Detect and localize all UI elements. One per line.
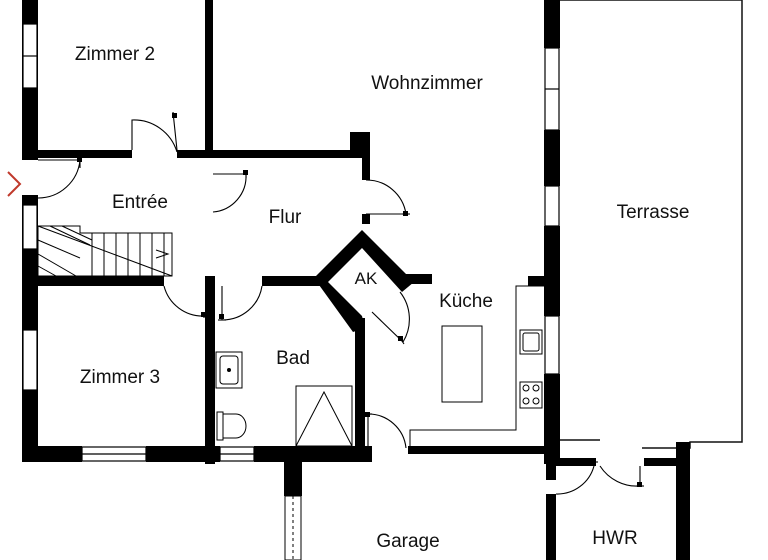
wall-flur-right-lower xyxy=(362,214,370,224)
door-swing-icon xyxy=(599,465,641,487)
doors xyxy=(37,111,644,495)
door-swing-icon xyxy=(371,291,410,343)
door-swing-icon xyxy=(212,173,247,213)
walls xyxy=(22,0,690,560)
shower-icon xyxy=(295,385,353,447)
wall-garage-left xyxy=(284,454,302,496)
wall-entree-top xyxy=(177,150,367,158)
room-label-terrasse: Terrasse xyxy=(617,202,690,223)
door-swing-icon xyxy=(163,285,205,317)
wall-zimmer2-wohnzimmer xyxy=(205,0,213,158)
wall-bad-top xyxy=(262,276,324,286)
garage-door xyxy=(284,495,302,560)
kitchen-island-icon xyxy=(441,325,483,403)
wall-hwr-top-right xyxy=(644,458,690,466)
room-label-zimmer-2: Zimmer 2 xyxy=(75,44,155,65)
entrance-arrow-icon xyxy=(7,171,22,197)
room-label-hwr: HWR xyxy=(592,528,637,549)
door-handles xyxy=(77,113,642,487)
wall-bad-left xyxy=(205,276,215,464)
sink-icon xyxy=(215,351,243,389)
windows xyxy=(22,23,560,462)
toilet-icon xyxy=(216,411,247,441)
wall-hwr-left xyxy=(546,460,556,480)
room-label-entree: Entrée xyxy=(112,192,168,213)
wall-wohnzimmer-east-4 xyxy=(544,374,560,464)
wall-garage-hwr xyxy=(546,494,556,560)
kitchen xyxy=(409,285,544,446)
window-icon xyxy=(22,204,38,250)
wall-wohnzimmer-east-1 xyxy=(544,0,560,48)
wall-bottom-kitchen xyxy=(408,446,560,454)
door-swing-icon xyxy=(555,465,595,495)
room-label-wohnzimmer: Wohnzimmer xyxy=(371,73,483,94)
wall-bad-right xyxy=(355,318,365,448)
sink-icon xyxy=(519,329,543,355)
terrace-outline xyxy=(548,0,743,449)
door-swing-icon xyxy=(131,119,178,153)
wall-wohnzimmer-east-3 xyxy=(544,226,560,316)
window-icon xyxy=(544,185,560,227)
room-label-bad: Bad xyxy=(276,348,310,369)
wall-zimmer2-bottom xyxy=(22,150,132,158)
room-label-flur: Flur xyxy=(269,207,302,228)
staircase-icon xyxy=(37,225,173,277)
door-swing-icon xyxy=(367,413,407,449)
door-swing-icon xyxy=(37,159,81,199)
wall-kitchen-stub xyxy=(528,276,550,286)
wall-wohnzimmer-east-2 xyxy=(544,130,560,186)
door-swing-icon xyxy=(365,179,407,215)
wall-ak-right xyxy=(404,274,432,284)
window-icon xyxy=(544,315,560,375)
door-swing-icon xyxy=(221,285,263,321)
room-labels: Zimmer 2 Wohnzimmer Entrée Flur Terrasse… xyxy=(75,44,690,552)
wall-bottom-bad xyxy=(254,446,372,462)
window-icon xyxy=(22,329,38,391)
wall-zimmer3-top xyxy=(22,276,164,286)
room-label-kueche: Küche xyxy=(439,291,493,312)
room-label-zimmer-3: Zimmer 3 xyxy=(80,367,160,388)
wall-bottom-left xyxy=(22,446,82,462)
wall-flur-right xyxy=(362,150,370,180)
wall-ak xyxy=(314,230,414,332)
room-label-ak: AK xyxy=(355,269,378,288)
wall-bottom-mid xyxy=(146,446,220,462)
kitchen-counter xyxy=(409,285,544,446)
room-label-garage: Garage xyxy=(376,531,439,552)
wall-hwr-right xyxy=(676,442,690,560)
stove-icon xyxy=(519,381,543,409)
wall-hwr-top-left xyxy=(546,458,596,466)
